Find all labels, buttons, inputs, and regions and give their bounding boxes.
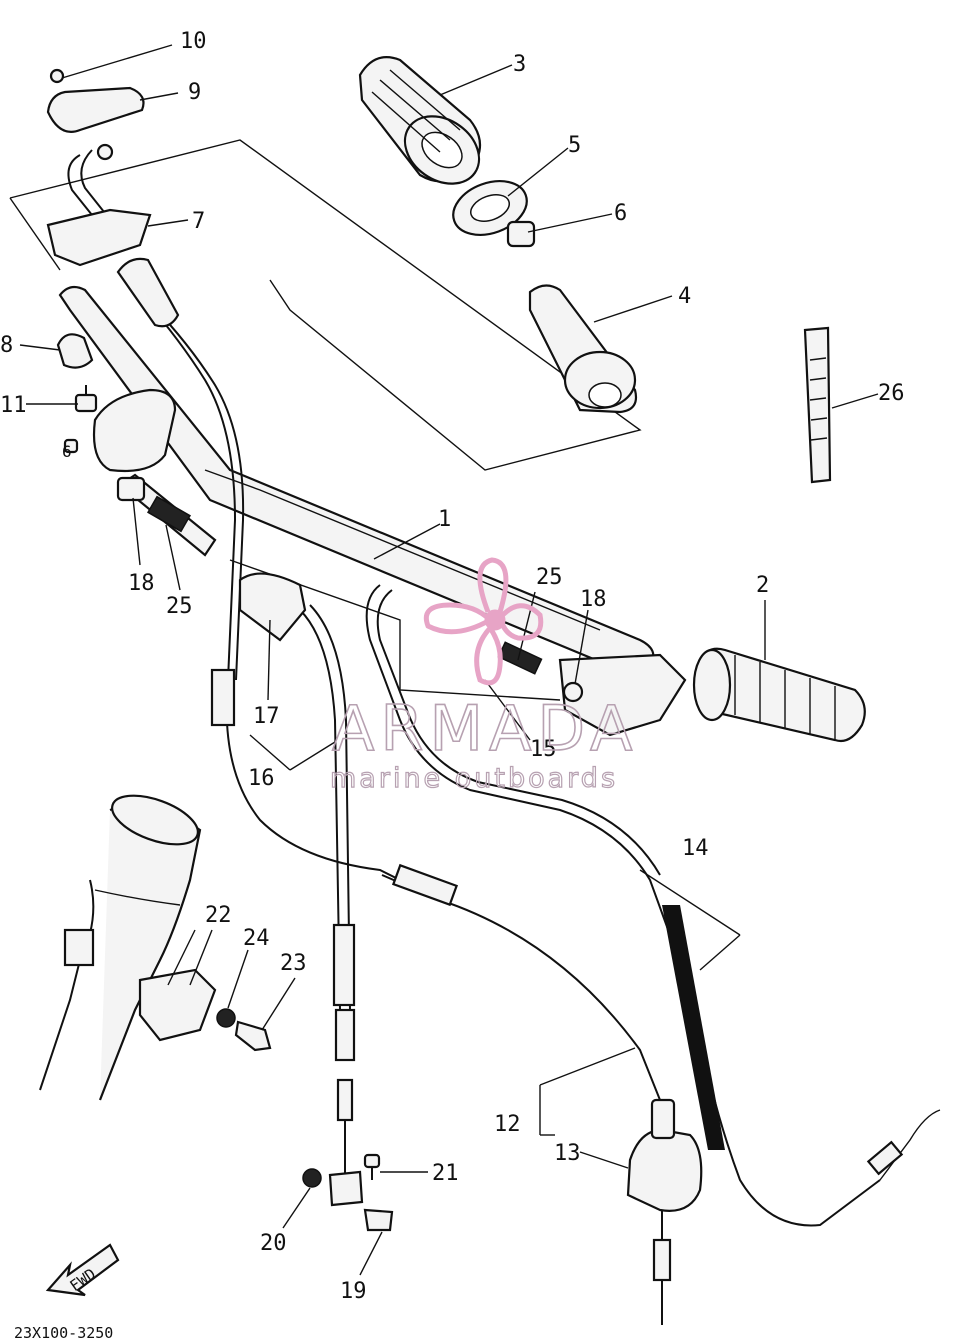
leader-lines [19,44,879,1276]
callout-23: 23 [280,951,307,976]
callout-25-right: 25 [536,565,563,590]
grip-3 [358,56,482,185]
callout-20: 20 [260,1231,287,1256]
callout-16: 16 [248,766,275,791]
cable-13 [626,1128,703,1212]
nut-24 [216,1008,236,1028]
callout-25-left: 25 [166,594,193,619]
clamp-part-8 [56,333,94,369]
callout-24: 24 [243,926,270,951]
callout-1: 1 [438,507,451,532]
throttle-group-outline [9,139,642,471]
choke-cable-end-upper [332,923,356,1007]
callout-4: 4 [678,284,691,309]
adjuster-25-right [497,641,543,675]
throttle-housing-assembly [92,388,217,557]
callout-17: 17 [253,704,280,729]
callout-10: 10 [180,29,207,54]
cable-end-holder [328,1170,364,1207]
callout-7: 7 [192,209,205,234]
propeller-logo-icon [423,557,544,686]
clutch-cable [365,584,881,1227]
throttle-grip-4 [528,284,638,414]
clutch-holder [558,653,687,737]
clutch-cable-armor [662,905,725,1150]
watermark-tagline: marine outboards [330,763,618,794]
intake-tube [39,794,202,1101]
callout-18-right: 18 [580,587,607,612]
drawing-code: 23X100-3250 [14,1324,113,1342]
choke-cable-holder-17 [238,572,307,642]
cable-adjuster-12 [391,863,459,907]
choke-cable [299,609,341,1011]
cable-tie-26 [803,326,832,484]
callout-15: 15 [530,737,557,762]
collar-6 [506,220,536,248]
cable-sleeve [210,668,236,727]
screw-21 [363,1153,381,1180]
callout-12: 12 [494,1112,521,1137]
forward-arrow-icon: FWD [45,1243,120,1297]
nut-20 [302,1168,322,1188]
grip-2 [692,647,866,743]
callout-11: 11 [0,393,27,418]
callout-2: 2 [756,573,769,598]
callout-8: 8 [0,333,13,358]
callout-14: 14 [682,836,709,861]
callout-22: 22 [205,903,232,928]
collar-19 [363,1208,394,1232]
bolt-23 [234,1020,272,1052]
callout-3: 3 [513,52,526,77]
callout-26: 26 [878,381,905,406]
callout-6: 6 [614,201,627,226]
cable-boot [116,257,180,328]
callout-5: 5 [568,133,581,158]
bolt-11 [74,385,98,413]
screw-6-left [63,438,79,454]
callout-9: 9 [188,80,201,105]
watermark-brand: ARMADA [332,692,638,765]
throttle-cable [144,299,661,1101]
washer-5 [452,180,528,236]
callout-6-left: 6 [62,442,72,461]
callout-13: 13 [554,1141,581,1166]
callout-19: 19 [340,1279,367,1304]
throttle-cover [46,208,152,267]
watermark: ARMADA marine outboards [329,557,638,795]
callout-18-left: 18 [128,571,155,596]
callout-21: 21 [432,1161,459,1186]
throttle-cable-guide [46,68,145,226]
throttle-group-outline-left [9,197,61,271]
nut-18-right [562,681,584,703]
clip-22 [138,968,217,1042]
